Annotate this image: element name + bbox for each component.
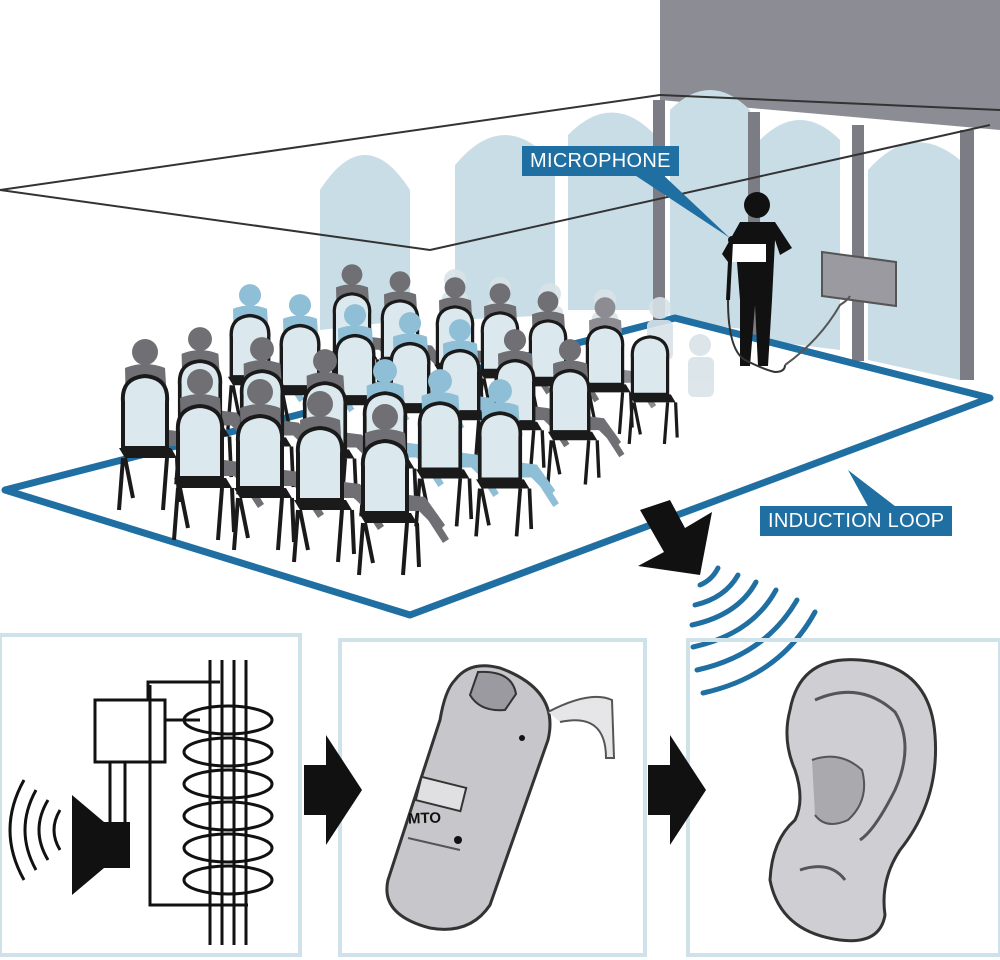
lectern-paper xyxy=(732,244,766,262)
ear-icon xyxy=(768,658,938,943)
microphone-label: MICROPHONE xyxy=(522,146,679,176)
pillar xyxy=(852,125,864,361)
hearing-aid-icon xyxy=(385,664,616,931)
mto-switch-label: MTO xyxy=(407,809,442,828)
speaker-icon xyxy=(72,795,130,895)
amplifier-icon xyxy=(784,250,897,366)
ceiling-outline xyxy=(0,94,1000,251)
induction-loop-callout-pointer xyxy=(848,470,900,510)
back-wall xyxy=(660,0,1000,130)
arrow-right-icon xyxy=(648,735,706,845)
sound-waves-icon xyxy=(689,565,818,696)
induction-loop-label: INDUCTION LOOP xyxy=(760,506,953,536)
arrow-down-icon xyxy=(638,500,712,575)
coil-icon xyxy=(93,660,274,945)
pillar xyxy=(653,100,665,328)
sound-waves-icon xyxy=(8,779,62,881)
arrow-right-icon xyxy=(304,735,362,845)
pillar xyxy=(960,130,974,380)
microphone-callout-pointer xyxy=(630,172,730,238)
